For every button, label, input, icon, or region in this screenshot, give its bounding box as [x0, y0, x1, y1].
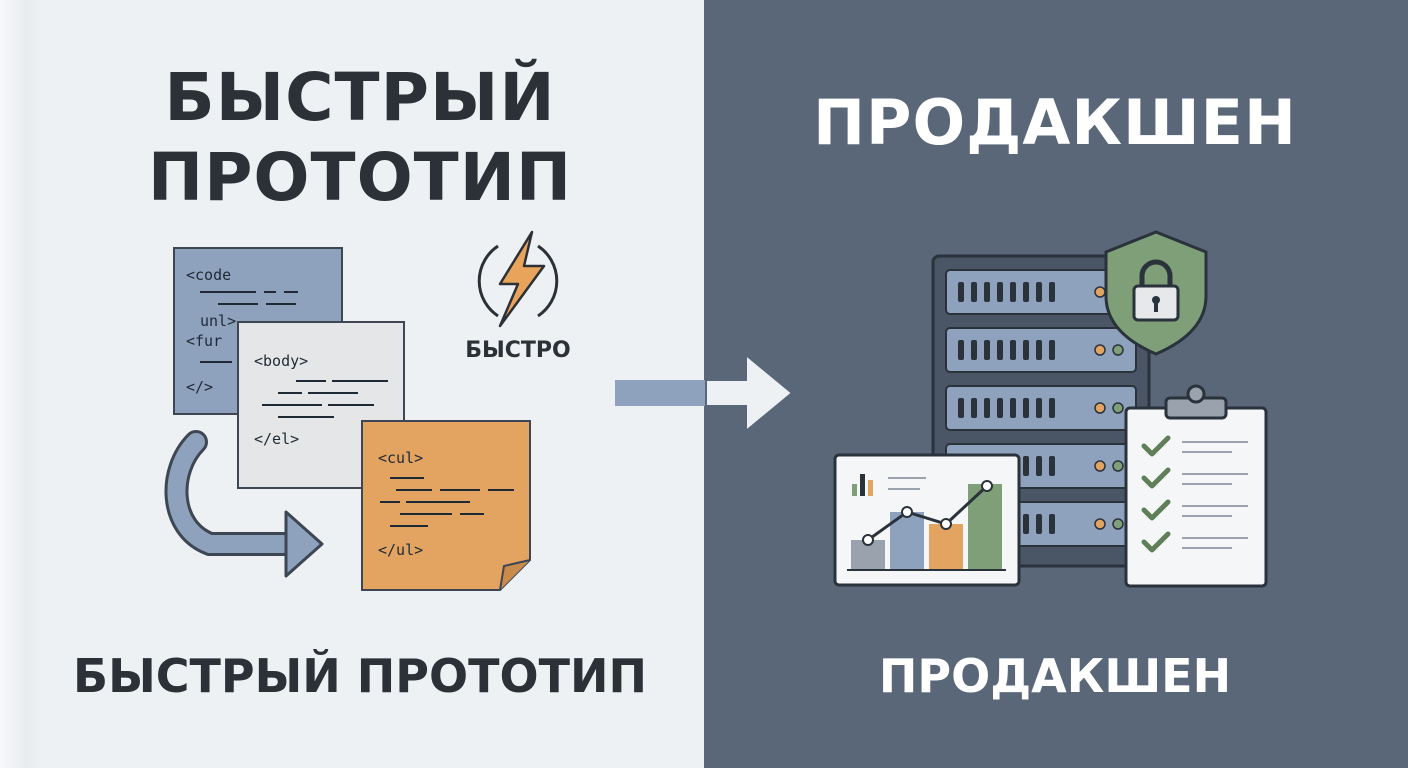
left-title-line1: БЫСТРЫЙ [164, 59, 556, 136]
checklist-row [1141, 531, 1248, 553]
left-title: БЫСТРЫЙ ПРОТОТИП [100, 58, 620, 218]
code-line: <fur [186, 332, 222, 350]
code-line: <body> [254, 352, 308, 370]
left-title-line2: ПРОТОТИП [147, 139, 573, 216]
code-line: <code [186, 266, 231, 284]
checklist-row [1141, 435, 1248, 457]
code-document-gray: <body> </el> [237, 321, 405, 489]
curved-arrow-icon [164, 430, 324, 578]
right-title: ПРОДАКШЕН [813, 86, 1297, 159]
server-unit [945, 385, 1137, 431]
code-line: </ul> [378, 541, 423, 559]
fast-badge-label: БЫСТРО [465, 338, 571, 363]
lightning-bolt-icon [477, 230, 559, 328]
checklist-row [1141, 499, 1248, 521]
code-line: unl> [200, 312, 236, 330]
server-unit [945, 269, 1137, 315]
right-caption: ПРОДАКШЕН [878, 649, 1232, 703]
code-document-orange: <cul> </ul> [361, 420, 531, 591]
shield-lock-icon [1104, 230, 1208, 356]
server-unit [945, 327, 1137, 373]
bar-chart-icon [833, 453, 1021, 587]
checklist-row [1141, 467, 1248, 489]
code-line: </el> [254, 430, 299, 448]
page-edge [0, 0, 42, 768]
right-arrow-icon [615, 352, 794, 434]
code-line: <cul> [378, 449, 423, 467]
code-line: </> [186, 378, 213, 396]
left-caption: БЫСТРЫЙ ПРОТОТИП [73, 649, 647, 703]
checklist-clipboard-icon [1124, 384, 1268, 588]
